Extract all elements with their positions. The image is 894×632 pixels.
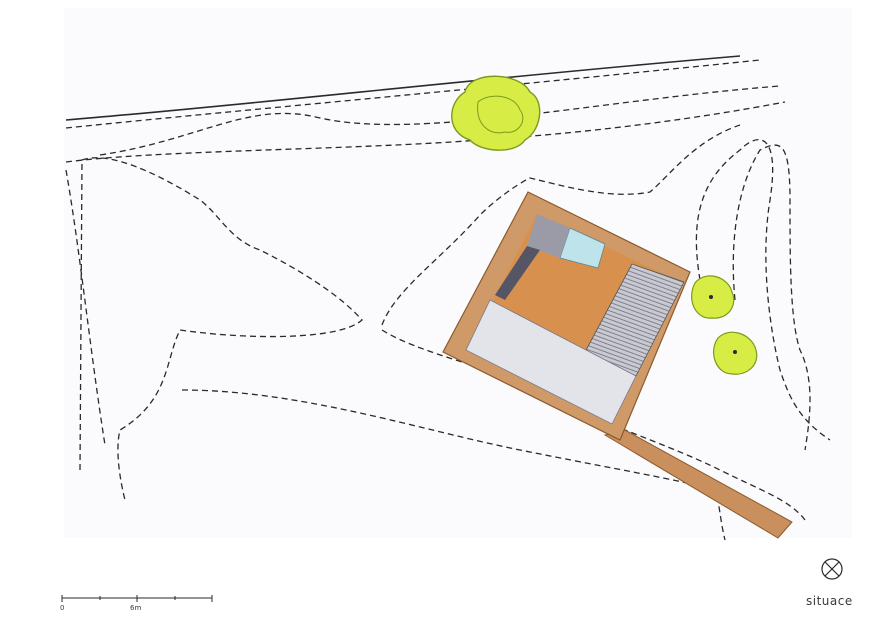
tree-small-1 (691, 275, 735, 319)
scale-bar-start-label: 0 (60, 604, 65, 612)
terrace (465, 299, 637, 425)
paper-sheet (64, 8, 852, 538)
tree-large-inner-ring (477, 95, 524, 134)
dark-strip (495, 246, 540, 300)
tree-large-canopy (451, 75, 541, 151)
scale-bar-mid-label: 6m (130, 604, 142, 612)
house (442, 191, 691, 441)
north-arrow-icon (821, 558, 843, 580)
tree-large (451, 75, 541, 151)
tree-small-2 (713, 331, 758, 375)
scale-bar (61, 595, 213, 602)
gravel-patch (527, 214, 570, 258)
tree-small-1-trunk (709, 295, 713, 299)
road-edge-line (65, 55, 741, 121)
contour-lines (65, 59, 831, 541)
tree-small-2-trunk (733, 350, 737, 354)
drawing-title: situace (806, 594, 853, 608)
